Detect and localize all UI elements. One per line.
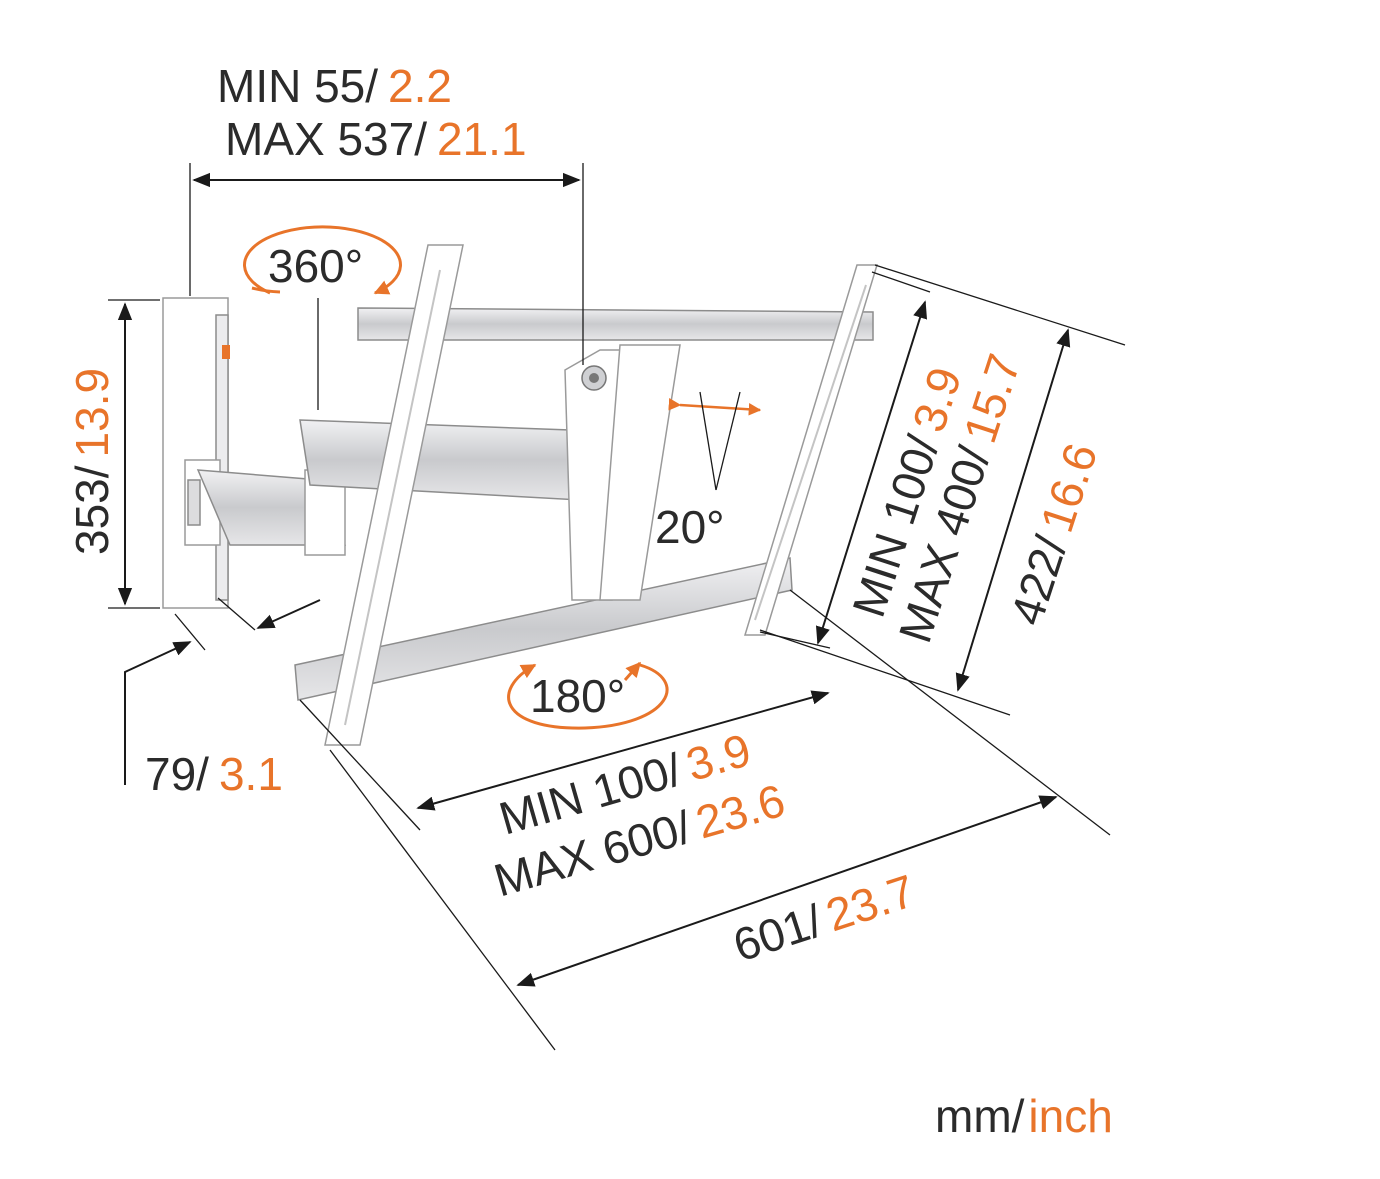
unit-legend: mm/inch — [935, 1090, 1113, 1142]
swivel-180-label: 180° — [530, 670, 625, 722]
bracket-height-label: 422/16.6 — [1000, 437, 1107, 631]
bracket-width-label: 601/23.7 — [727, 864, 921, 971]
tilt-angle-label: 20° — [655, 501, 725, 553]
swivel-360-label: 360° — [268, 240, 363, 292]
top-width-max: MAX 537/21.1 — [225, 113, 527, 165]
rotation-360-symbol — [243, 225, 402, 295]
vesa-horizontal-label: MIN 100/3.9 MAX 600/23.6 — [488, 723, 790, 906]
rotation-180-symbol — [507, 661, 669, 730]
orange-lock-marker — [222, 345, 230, 359]
vesa-vertical-label: MIN 100/3.9 MAX 400/15.7 — [842, 348, 1030, 649]
depth-label: 79/3.1 — [145, 748, 283, 800]
tv-mount-illustration — [162, 244, 879, 746]
dimension-lines — [108, 163, 1126, 1051]
top-width-min: MIN 55/2.2 — [217, 60, 452, 112]
wall-plate-height-label: 353/13.9 — [66, 368, 118, 555]
